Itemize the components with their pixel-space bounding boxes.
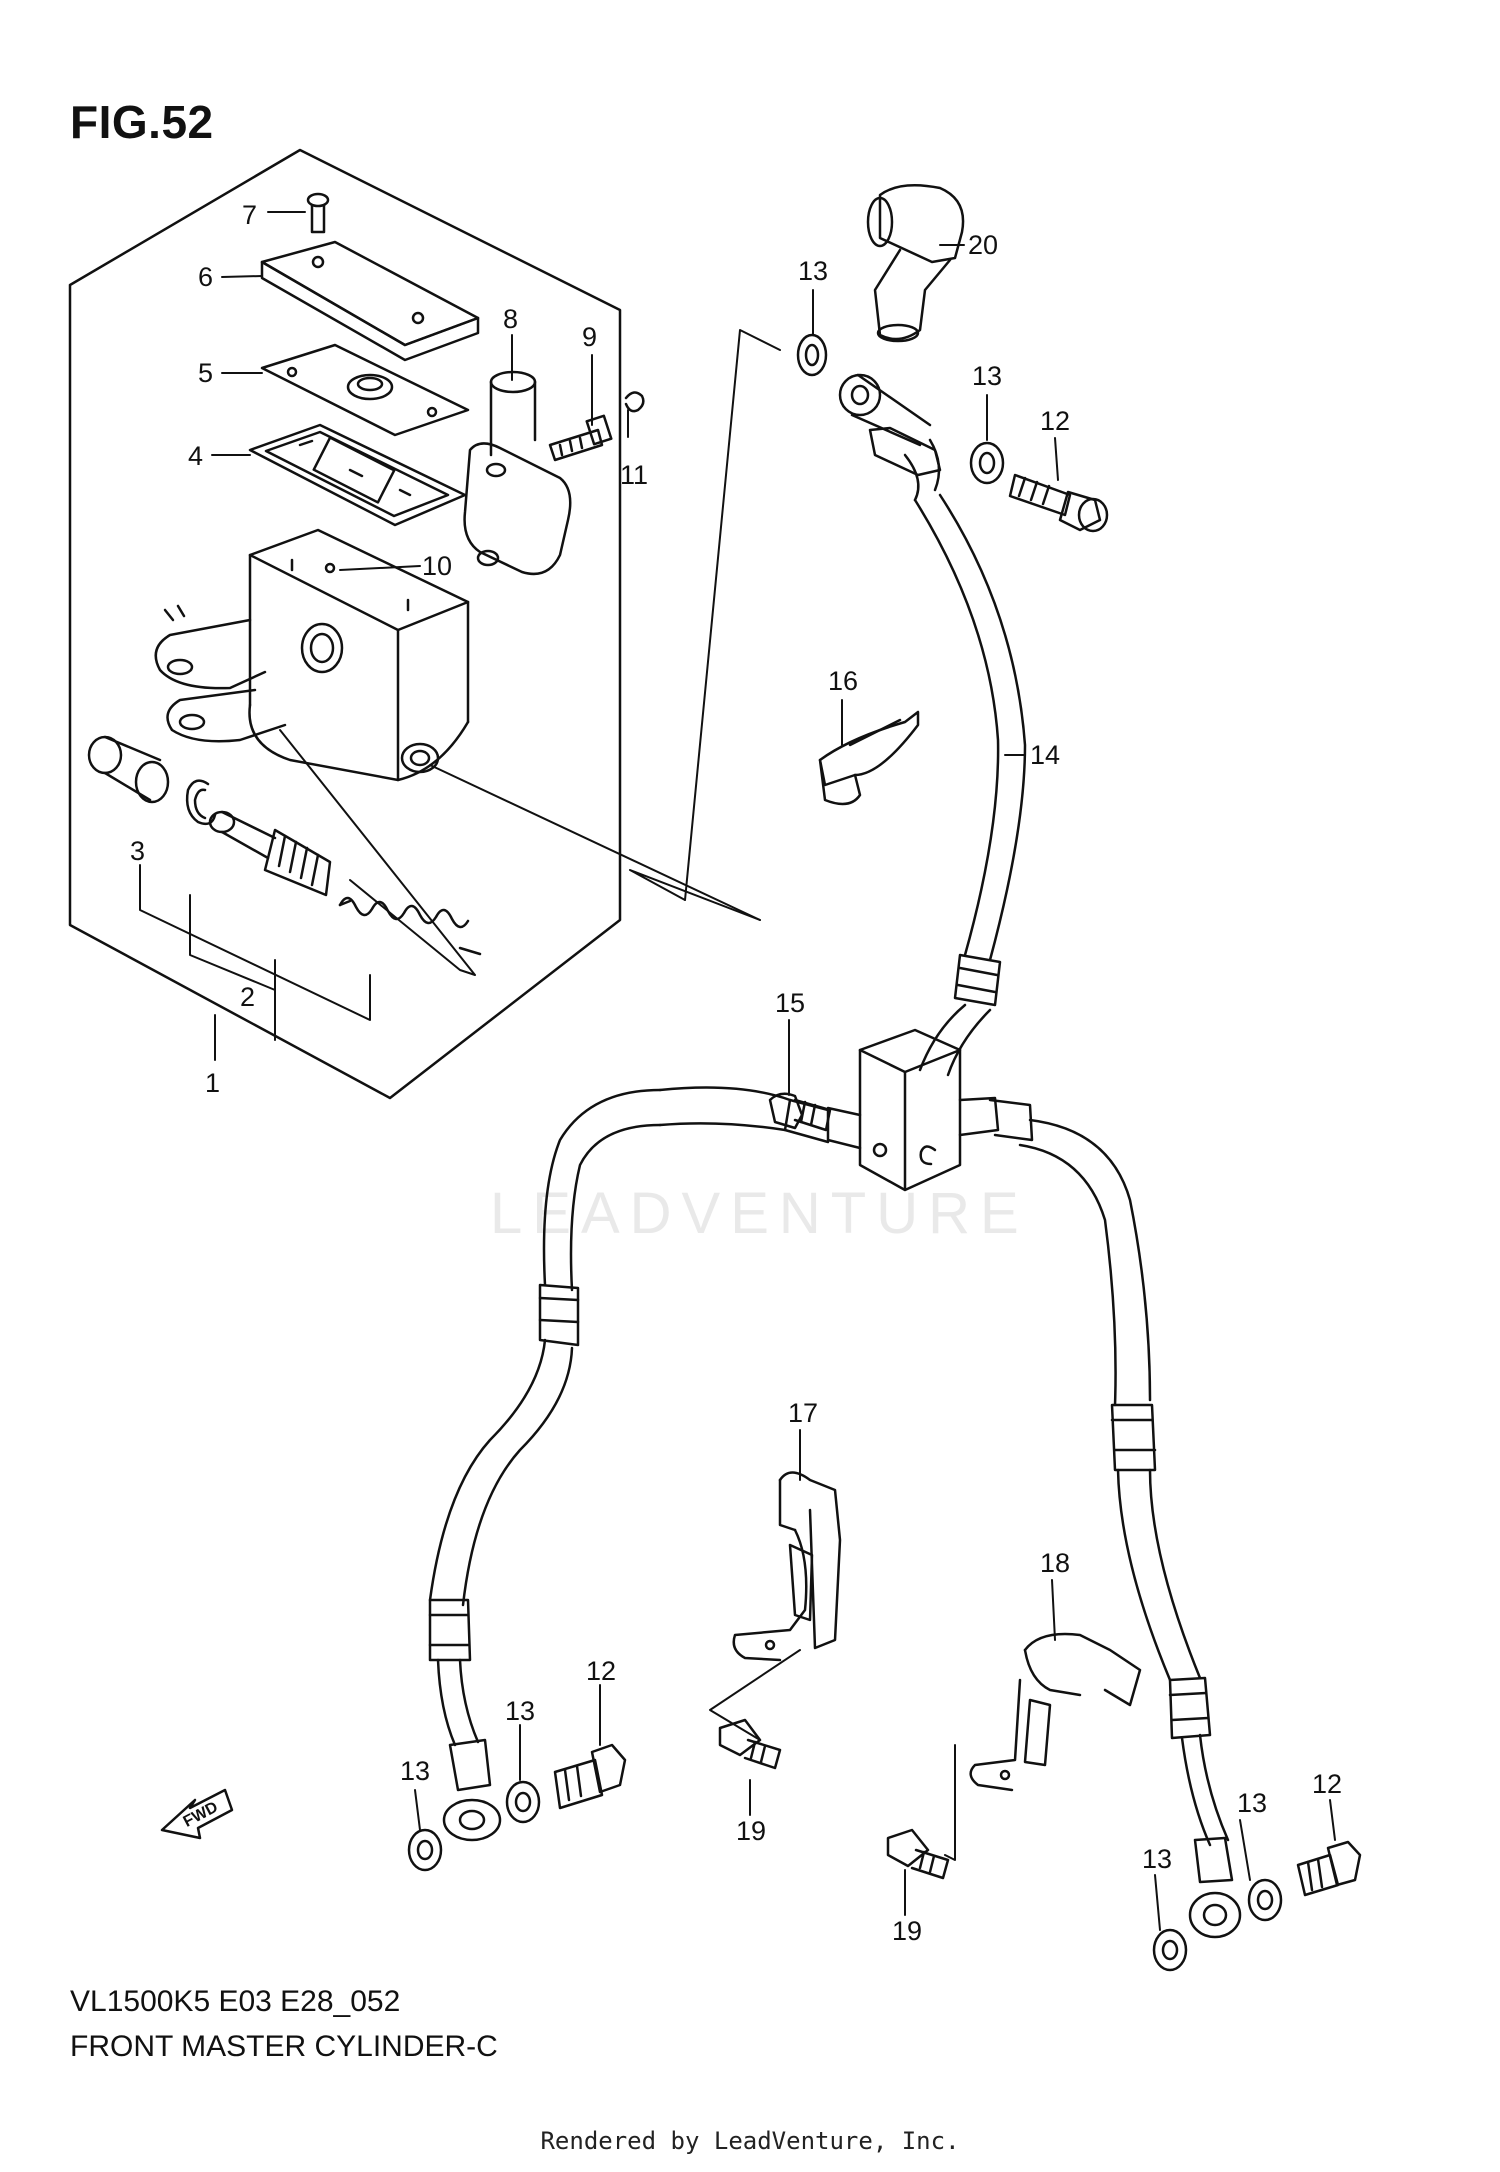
- assembly-outline: [68, 148, 622, 1100]
- part-19-bolt-b: [886, 1828, 950, 1880]
- callout-17: 17: [788, 1398, 818, 1428]
- callout-13-lower-right-a: 13: [1142, 1844, 1172, 1874]
- part-9-bolt: [548, 414, 613, 462]
- part-20-cover: [866, 183, 965, 343]
- callout-1: 1: [205, 1068, 220, 1098]
- part-12-bolt-lower-right: [1296, 1840, 1362, 1897]
- part-19-bolt-a: [718, 1718, 782, 1770]
- callout-4: 4: [188, 441, 203, 471]
- right-lower-hose: [958, 1096, 1242, 1939]
- part-12-bolt-top: [1008, 473, 1109, 533]
- callout-2: 2: [240, 982, 255, 1012]
- master-cylinder-body: [154, 528, 470, 782]
- callout-12-lower-left: 12: [586, 1656, 616, 1686]
- part-12-bolt-lower-left: [553, 1743, 627, 1810]
- part-13-washer-top-left: [796, 333, 828, 377]
- assembly-leaders: [279, 329, 781, 976]
- part-13-washer-lower-left-a: [407, 1828, 443, 1872]
- model-code: VL1500K5 E03 E28_052: [70, 1985, 401, 2018]
- callout-11: 11: [620, 460, 648, 490]
- callout-8: 8: [503, 304, 518, 334]
- part-2-piston: [208, 810, 332, 897]
- callout-3: 3: [130, 836, 145, 866]
- part-6-cap: [260, 240, 480, 362]
- callout-19-right: 19: [892, 1916, 922, 1946]
- callout-6: 6: [198, 262, 213, 292]
- callout-5: 5: [198, 358, 213, 388]
- callout-13-top-right: 13: [972, 361, 1002, 391]
- part-13-washer-lower-left-b: [505, 1780, 541, 1824]
- part-13-washer-lower-right-b: [1247, 1878, 1283, 1922]
- part-5-plate: [260, 343, 470, 437]
- callout-7: 7: [242, 200, 257, 230]
- part-13-washer-top-right: [969, 441, 1005, 485]
- part-11-clip: [624, 391, 645, 413]
- callout-14: 14: [1030, 740, 1060, 770]
- callout-19-left: 19: [736, 1816, 766, 1846]
- diagram-title: FRONT MASTER CYLINDER-C: [70, 2030, 498, 2063]
- callout-10: 10: [422, 551, 452, 581]
- part-8-bracket: [463, 370, 572, 576]
- part-13-washer-lower-right-a: [1152, 1928, 1188, 1972]
- part-4-diaphragm: [248, 423, 467, 527]
- bracket-zigzag-leaders: [709, 1649, 956, 1861]
- callout-12-lower-right: 12: [1312, 1769, 1342, 1799]
- callout-leaders: [211, 211, 1336, 1931]
- callout-9: 9: [582, 322, 597, 352]
- left-lower-hose: [428, 1086, 862, 1842]
- callout-13-lower-left-b: 13: [505, 1696, 535, 1726]
- callout-13-top-left: 13: [798, 256, 828, 286]
- callout-20: 20: [968, 230, 998, 260]
- part-2-spring: [338, 896, 482, 956]
- callout-13-lower-right-b: 13: [1237, 1788, 1267, 1818]
- callout-13-lower-left-a: 13: [400, 1756, 430, 1786]
- callout-15: 15: [775, 988, 805, 1018]
- callout-12-top: 12: [1040, 406, 1070, 436]
- part-16-clamp: [818, 710, 920, 806]
- figure-number: FIG.52: [70, 96, 214, 148]
- fwd-arrow-icon: [160, 1788, 234, 1840]
- bracket-leaders: [139, 864, 371, 1061]
- callout-18: 18: [1040, 1548, 1070, 1578]
- part-18-bracket: [969, 1632, 1142, 1792]
- junction-block: [858, 1028, 962, 1192]
- part-14-hose: [838, 373, 1027, 1077]
- part-17-bracket: [732, 1471, 842, 1662]
- part-15-bolt: [768, 1092, 832, 1132]
- render-credit: Rendered by LeadVenture, Inc.: [540, 2127, 960, 2155]
- callout-16: 16: [828, 666, 858, 696]
- part-3-boot: [87, 735, 170, 804]
- leadventure-watermark: LEADVENTURE: [490, 1181, 1029, 1246]
- part-7-screw: [306, 192, 330, 234]
